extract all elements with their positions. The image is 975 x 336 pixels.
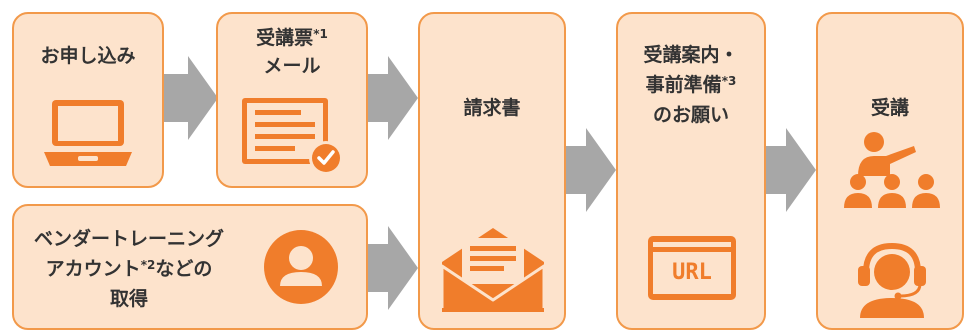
step-mail-title-2: メール [263,55,321,77]
step-mail-title: 受講票 [256,27,314,49]
url-window-icon: URL [648,236,736,300]
arrow-1 [164,56,218,140]
step-guide-line-2: 事前準備 [645,74,722,96]
note-1: *1 [313,27,328,41]
step-account-label: ベンダートレーニング アカウント*2などの 取得 [14,224,244,314]
step-invoice-label: 請求書 [463,97,521,119]
laptop-icon [44,100,132,166]
step-apply-box: お申し込み [12,12,164,188]
url-window-screen [653,252,731,294]
note-2: *2 [140,258,156,272]
arrow-4 [566,128,616,212]
arrow-5 [766,128,816,212]
url-window-bar [653,242,731,247]
step-account-line-2b: などの [155,258,213,280]
document-check-icon [242,98,343,175]
step-attend-box: 受講 [816,12,964,330]
step-guide-box: 受講案内・ 事前準備*3 のお願い URL [616,12,766,330]
instructor-audience-icon [844,132,940,208]
user-avatar-icon [264,230,338,304]
note-3: *3 [721,74,737,88]
step-account-line-3: 取得 [109,288,148,310]
step-account-box: ベンダートレーニング アカウント*2などの 取得 [12,204,368,330]
step-guide-label: 受講案内・ 事前準備*3 のお願い [618,40,764,130]
step-account-line-1: ベンダートレーニング [33,228,224,250]
step-account-line-2a: アカウント [45,258,141,280]
step-mail-box: 受講票*1 メール [216,12,368,188]
url-text: URL [672,260,712,285]
step-invoice-box: 請求書 [418,12,566,330]
envelope-icon [440,228,546,314]
step-guide-line-1: 受講案内・ [643,44,739,66]
step-mail-label: 受講票*1 メール [218,24,366,80]
headset-support-icon [858,242,926,318]
step-attend-label: 受講 [870,97,909,119]
arrow-3 [368,226,418,310]
arrow-2 [368,56,418,140]
step-guide-line-3: のお願い [652,104,729,126]
step-apply-label: お申し込み [40,45,136,67]
